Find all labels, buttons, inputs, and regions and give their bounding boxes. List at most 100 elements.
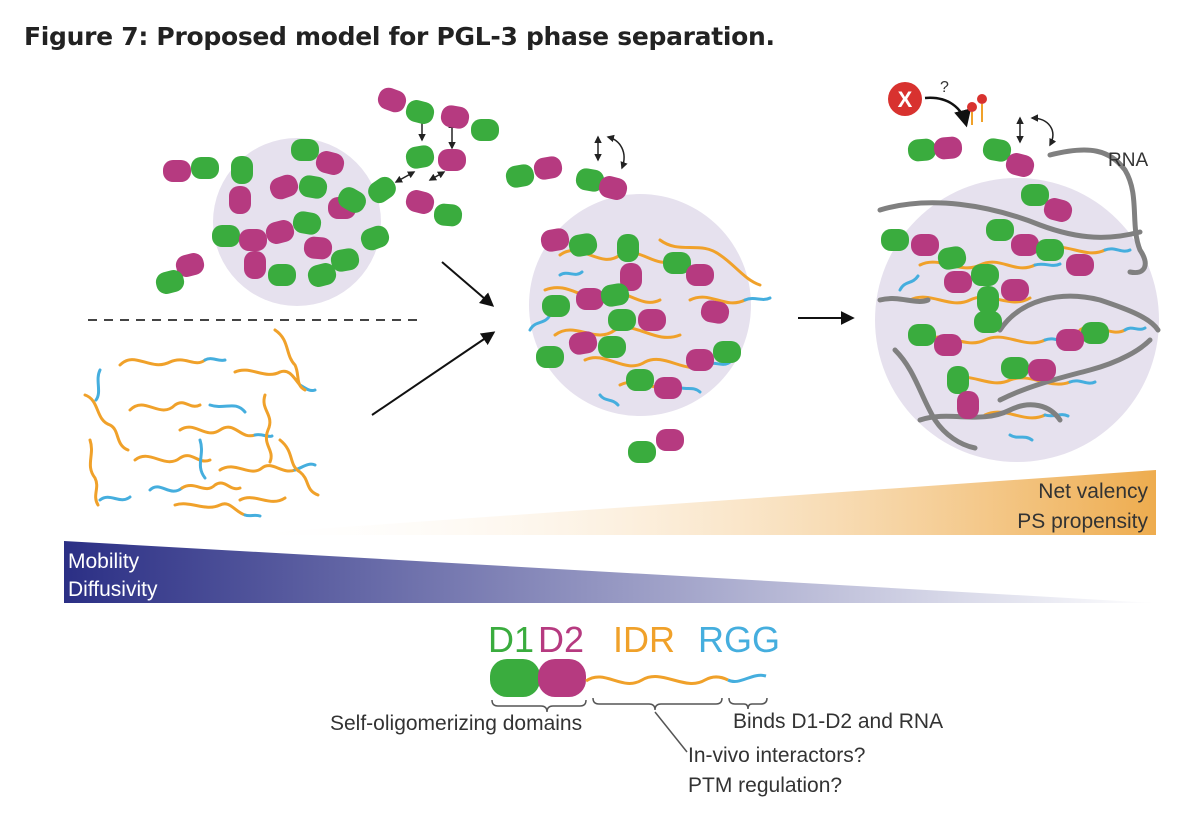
d1-domain-blob	[360, 225, 390, 251]
d1-domain-blob	[536, 346, 564, 368]
legend-idr: IDR	[613, 619, 675, 660]
d1-domain-blob	[908, 324, 936, 346]
d2-domain-blob	[1043, 197, 1073, 223]
d2-domain-blob	[239, 229, 267, 251]
d1-domain-blob	[405, 145, 435, 169]
d2-domain-blob	[1001, 279, 1029, 301]
rgg-note: Binds D1-D2 and RNA	[733, 710, 943, 733]
d2-domain-blob	[654, 377, 682, 399]
mobility-label: Mobility	[68, 550, 140, 573]
d2-domain-blob	[620, 263, 642, 291]
rna-label: RNA	[1108, 150, 1148, 171]
legend-brackets	[491, 697, 768, 753]
figure-title: Figure 7: Proposed model for PGL-3 phase…	[24, 22, 775, 51]
d2-domain-blob	[1011, 234, 1039, 256]
legend-d1-domain	[490, 659, 540, 697]
d1-domain-blob	[575, 168, 605, 192]
d2-domain-blob	[163, 160, 191, 182]
d1-domain-blob	[663, 252, 691, 274]
d1-domain-blob	[231, 156, 253, 184]
question-mark-label: ?	[940, 79, 949, 96]
d1-domain-blob	[977, 286, 999, 314]
d2-domain-blob	[576, 288, 604, 310]
d2-domain-blob	[315, 150, 345, 176]
legend-d2-domain	[538, 659, 586, 697]
free-idr-chains	[83, 328, 320, 518]
d2-domain-blob	[1066, 254, 1094, 276]
d1-domain-blob	[268, 264, 296, 286]
d1-domain-blob	[298, 175, 328, 199]
d1-domain-blob	[598, 336, 626, 358]
d2-domain-blob	[700, 300, 730, 324]
d1-domain-blob	[626, 369, 654, 391]
d1-domain-blob	[1021, 184, 1049, 206]
rna-strands	[877, 147, 1161, 451]
mobility-gradient	[64, 541, 1156, 603]
d1-domain-blob	[617, 234, 639, 262]
d2-domain-blob	[269, 174, 299, 200]
d1-domain-blob	[291, 139, 319, 161]
d1-domain-blob	[947, 366, 969, 394]
d1-domain-blob	[974, 311, 1002, 333]
legend-d1: D1	[488, 619, 534, 660]
d1-domain-blob	[937, 246, 967, 270]
d1-domain-blob	[982, 138, 1012, 162]
d1-domain-blob	[505, 164, 535, 188]
d2-domain-blob	[957, 391, 979, 419]
legend-idr-chain	[585, 675, 729, 685]
d1-domain-blob	[600, 283, 630, 307]
d1-domain-blob	[292, 211, 322, 235]
d1-domain-blob	[907, 138, 937, 162]
d1-domain-blob	[1036, 239, 1064, 261]
d2-domain-blob	[405, 189, 435, 215]
d2-domain-blob	[540, 228, 570, 252]
d1-domain-blob	[405, 99, 435, 125]
d1-domain-blob	[608, 309, 636, 331]
d2-domain-blob	[598, 175, 628, 201]
d2-domain-blob	[175, 252, 205, 278]
d1-domain-blob	[542, 295, 570, 317]
domains-note: Self-oligomerizing domains	[330, 712, 582, 735]
d2-domain-blob	[438, 149, 466, 171]
arrow-oligomers-to-condensate	[441, 261, 495, 307]
idr-note-ptm: PTM regulation?	[688, 774, 842, 797]
arrow-idr-to-condensate	[371, 331, 496, 416]
d2-domain-blob	[1028, 359, 1056, 381]
d2-domain-blob	[944, 271, 972, 293]
protein-domains	[155, 87, 1109, 463]
d2-domain-blob	[934, 334, 962, 356]
inhibitor-arrow	[924, 96, 972, 128]
domain-legend: D1 D2 IDR RGG Self-oligomerizing domains…	[330, 619, 943, 797]
valency-gradient	[230, 470, 1156, 535]
d1-domain-blob	[212, 225, 240, 247]
d1-domain-blob	[155, 269, 185, 295]
idr-note-interactors: In-vivo interactors?	[688, 744, 865, 767]
d2-domain-blob	[686, 264, 714, 286]
inhibitor-x-label: X	[898, 87, 913, 112]
d2-domain-blob	[533, 156, 563, 180]
d1-domain-blob	[986, 219, 1014, 241]
d2-domain-blob	[568, 331, 598, 355]
legend-d2: D2	[538, 619, 584, 660]
d1-domain-blob	[330, 248, 360, 272]
d2-domain-blob	[686, 349, 714, 371]
ps-propensity-label: PS propensity	[1017, 510, 1148, 533]
d1-domain-blob	[881, 229, 909, 251]
d1-domain-blob	[568, 233, 598, 257]
d1-domain-blob	[628, 441, 656, 463]
legend-rgg-chain	[727, 673, 767, 683]
d2-domain-blob	[377, 87, 407, 113]
d1-domain-blob	[971, 264, 999, 286]
diffusivity-label: Diffusivity	[68, 578, 158, 601]
d2-domain-blob	[1005, 152, 1035, 178]
inhibitor-circle	[888, 82, 922, 116]
d1-domain-blob	[1001, 357, 1029, 379]
d1-domain-blob	[368, 176, 396, 204]
valency-label: Net valency	[1038, 480, 1148, 503]
d1-domain-blob	[307, 262, 337, 288]
d1-domain-blob	[191, 157, 219, 179]
d2-domain-blob	[440, 105, 470, 129]
d2-domain-blob	[656, 429, 684, 451]
d2-domain-blob	[229, 186, 251, 214]
d2-domain-blob	[244, 251, 266, 279]
